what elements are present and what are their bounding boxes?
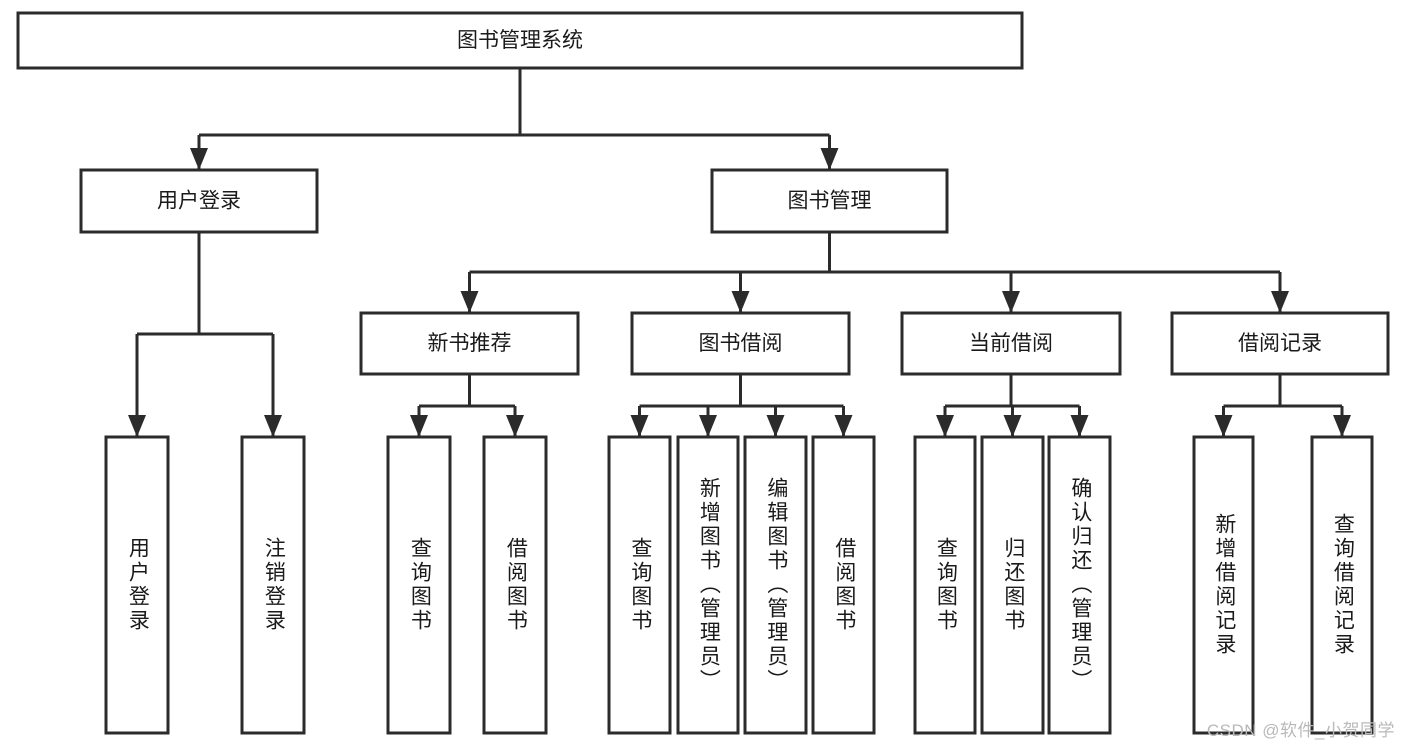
connectors-layer xyxy=(128,68,1351,437)
node-box-leaf-logout[interactable] xyxy=(240,435,306,735)
arrow-head-book-borrow-to-leaf-borrow-book-2 xyxy=(834,415,853,437)
arrow-head-user-login-to-leaf-user-login xyxy=(128,415,146,437)
node-box-leaf-confirm-return[interactable] xyxy=(1047,435,1112,735)
arrow-head-new-book-recommend-to-leaf-borrow-book-1 xyxy=(506,415,524,437)
node-label-book-borrow: 图书借阅 xyxy=(699,332,783,355)
arrow-head-book-manage-to-borrow-record xyxy=(1271,291,1289,313)
arrow-head-current-borrow-to-leaf-return-book xyxy=(1003,415,1022,437)
arrow-head-new-book-recommend-to-leaf-query-book-1 xyxy=(410,415,428,437)
node-box-leaf-user-login[interactable] xyxy=(104,435,170,735)
node-box-book-borrow[interactable] xyxy=(630,311,851,376)
node-label-current-borrow: 当前借阅 xyxy=(969,332,1053,355)
node-box-leaf-add-book[interactable] xyxy=(676,435,740,735)
arrow-head-root-to-book-manage xyxy=(820,148,839,170)
node-box-leaf-add-record[interactable] xyxy=(1192,435,1255,735)
node-box-root[interactable] xyxy=(16,11,1024,70)
node-box-leaf-query-book-1[interactable] xyxy=(386,435,452,735)
node-box-borrow-record[interactable] xyxy=(1170,311,1390,376)
node-box-leaf-edit-book[interactable] xyxy=(743,435,808,735)
watermark-text: CSDN @软件_小贺同学 xyxy=(1206,721,1395,740)
arrow-head-book-manage-to-new-book-recommend xyxy=(460,291,479,313)
node-box-user-login[interactable] xyxy=(79,168,319,234)
node-box-leaf-query-record[interactable] xyxy=(1310,435,1374,735)
arrow-head-book-borrow-to-leaf-edit-book xyxy=(766,415,785,437)
arrow-head-book-borrow-to-leaf-query-book-2 xyxy=(630,415,649,437)
node-box-leaf-query-book-3[interactable] xyxy=(913,435,977,735)
node-box-current-borrow[interactable] xyxy=(900,311,1122,376)
node-box-book-manage[interactable] xyxy=(710,168,949,234)
arrow-head-current-borrow-to-leaf-query-book-3 xyxy=(936,415,954,437)
node-label-borrow-record: 借阅记录 xyxy=(1238,332,1322,355)
node-box-leaf-return-book[interactable] xyxy=(980,435,1045,735)
node-label-root: 图书管理系统 xyxy=(457,29,583,52)
node-box-leaf-query-book-2[interactable] xyxy=(607,435,672,735)
arrow-head-book-manage-to-book-borrow xyxy=(731,291,750,313)
arrow-head-borrow-record-to-leaf-query-record xyxy=(1333,415,1351,437)
node-box-new-book-recommend[interactable] xyxy=(359,311,580,376)
arrow-head-current-borrow-to-leaf-confirm-return xyxy=(1070,415,1089,437)
node-box-leaf-borrow-book-1[interactable] xyxy=(482,435,548,735)
node-label-user-login: 用户登录 xyxy=(157,190,241,213)
arrow-head-book-borrow-to-leaf-add-book xyxy=(699,415,717,437)
arrow-head-borrow-record-to-leaf-add-record xyxy=(1214,415,1233,437)
arrow-head-user-login-to-leaf-logout xyxy=(264,415,282,437)
node-label-new-book-recommend: 新书推荐 xyxy=(428,332,512,355)
arrow-head-root-to-user-login xyxy=(190,148,208,170)
node-label-book-manage: 图书管理 xyxy=(788,190,872,213)
node-box-leaf-borrow-book-2[interactable] xyxy=(811,435,876,735)
arrow-head-book-manage-to-current-borrow xyxy=(1002,291,1020,313)
